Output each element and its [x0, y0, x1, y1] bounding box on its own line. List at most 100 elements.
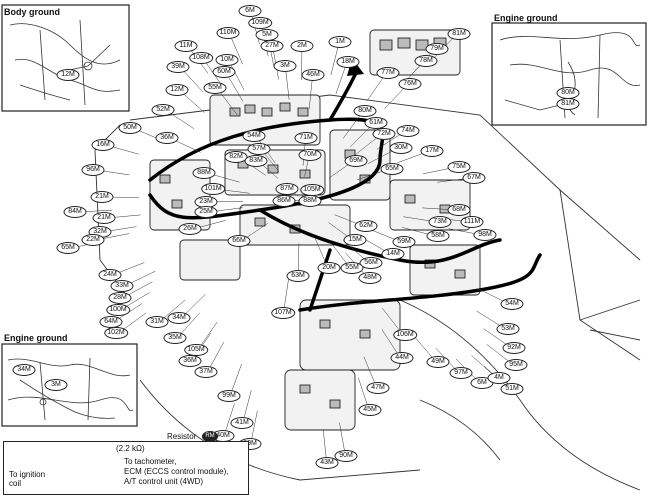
connector-callout: 55M	[340, 262, 364, 274]
connector-callout: 52M	[151, 104, 175, 116]
legend-right-line-2: ECM (ECCS control module),	[124, 467, 229, 476]
leader-line	[478, 288, 505, 302]
leader-line	[108, 226, 137, 232]
connector-callout: 12M	[165, 84, 189, 96]
callout-engine-ground-81m: 81M	[556, 98, 580, 110]
leader-line	[264, 153, 280, 172]
connector-callout: 30M	[389, 142, 413, 154]
connector-callout: 78M	[414, 55, 438, 67]
connector-callout: 55M	[203, 82, 227, 94]
connector-callout: 72M	[372, 128, 396, 140]
connector-callout: 58M	[426, 230, 450, 242]
leader-line	[83, 209, 112, 212]
body-ground-sketch	[9, 19, 121, 106]
connector-callout: 96M	[81, 164, 105, 176]
connector-callout: 16M	[91, 139, 115, 151]
connector-callout: 3M	[273, 60, 297, 72]
leader-line	[212, 174, 240, 183]
leader-line	[200, 321, 218, 346]
connector-callout: 84M	[63, 206, 87, 218]
connector-callout: 106M	[393, 329, 417, 341]
legend-right-line-3: A/T control unit (4WD)	[124, 477, 203, 486]
legend-resistance: (2.2 kΩ)	[116, 444, 145, 453]
connector-callout: 5M	[255, 29, 279, 41]
leader-line	[220, 92, 238, 116]
connector-callout: 68M	[447, 204, 471, 216]
connector-callout: 61M	[364, 117, 388, 129]
connector-callout: 33M	[110, 280, 134, 292]
leader-line	[384, 88, 404, 109]
legend-right-line-1: To tachometer,	[124, 457, 177, 466]
connector-callout: 14M	[381, 248, 405, 260]
connector-callout: 51M	[500, 383, 524, 395]
connector-callout: 53M	[496, 323, 520, 335]
leader-line	[328, 164, 349, 179]
leader-line	[413, 335, 433, 358]
connector-callout: 60M	[212, 66, 236, 78]
body-ground-inset-frame	[1, 4, 130, 112]
connector-callout: 71M	[294, 132, 318, 144]
connector-callout: 107M	[271, 307, 295, 319]
leader-line	[225, 403, 235, 431]
callout-body-ground-12m: 12M	[56, 69, 80, 81]
leader-line	[402, 227, 430, 235]
connector-callout: 108M	[189, 52, 213, 64]
connector-callout: 111M	[460, 216, 484, 228]
connector-callout: 73M	[428, 216, 452, 228]
connector-callout: 36M	[155, 132, 179, 144]
leader-line	[118, 303, 143, 319]
engine-ground-bottom-sketch	[7, 357, 134, 421]
connector-callout: 90M	[334, 450, 358, 462]
connector-callout: 80M	[353, 105, 377, 117]
leader-line	[471, 355, 493, 375]
leader-line	[334, 214, 358, 225]
connector-callout: 100M	[106, 304, 130, 316]
connector-callout: 22M	[81, 234, 105, 246]
leader-line	[228, 77, 244, 102]
leader-line	[356, 170, 384, 181]
connector-callout: 110M	[216, 27, 240, 39]
leader-line	[397, 152, 424, 164]
connector-callout: 39M	[166, 61, 190, 73]
connector-callout: 88M	[298, 195, 322, 207]
leader-line	[329, 240, 347, 264]
leader-line	[221, 189, 250, 194]
leader-line	[486, 344, 509, 362]
connector-callout: 18M	[336, 56, 360, 68]
leader-line	[285, 71, 290, 100]
leader-line	[185, 294, 206, 314]
leader-line	[170, 113, 195, 129]
connector-callout: 98M	[473, 229, 497, 241]
leader-line	[129, 270, 156, 284]
leader-line	[349, 127, 370, 148]
leader-line	[262, 164, 279, 179]
connector-callout: 76M	[398, 78, 422, 90]
connector-callout: 54M	[242, 130, 266, 142]
connector-callout: 21M	[90, 191, 114, 203]
connector-callout: 37M	[194, 366, 218, 378]
connector-callout: 97M	[449, 367, 473, 379]
leader-line	[210, 342, 224, 367]
resistor-label: Resistor	[167, 432, 197, 441]
connector-callout: 65M	[380, 163, 404, 175]
leader-line	[322, 429, 327, 458]
connector-callout: 66M	[227, 235, 251, 247]
connector-callout: 99M	[217, 390, 241, 402]
leader-line	[376, 134, 401, 150]
callout-engine-ground-3m: 3M	[44, 379, 68, 391]
connector-callout: 20M	[317, 262, 341, 274]
connector-callout: 4M	[487, 372, 511, 384]
connector-callout: 27M	[260, 40, 284, 52]
leader-line	[403, 216, 432, 222]
leader-line	[297, 243, 300, 271]
connector-callout: 95M	[504, 359, 528, 371]
leader-line	[342, 115, 360, 139]
connector-callout: 54M	[500, 298, 524, 310]
engine-ground-bottom-inset-frame	[1, 343, 138, 427]
legend-left-line-1: To ignition	[9, 470, 46, 479]
connector-callout: 102M	[104, 327, 128, 339]
leader-line	[244, 390, 252, 418]
leader-line	[251, 410, 258, 439]
